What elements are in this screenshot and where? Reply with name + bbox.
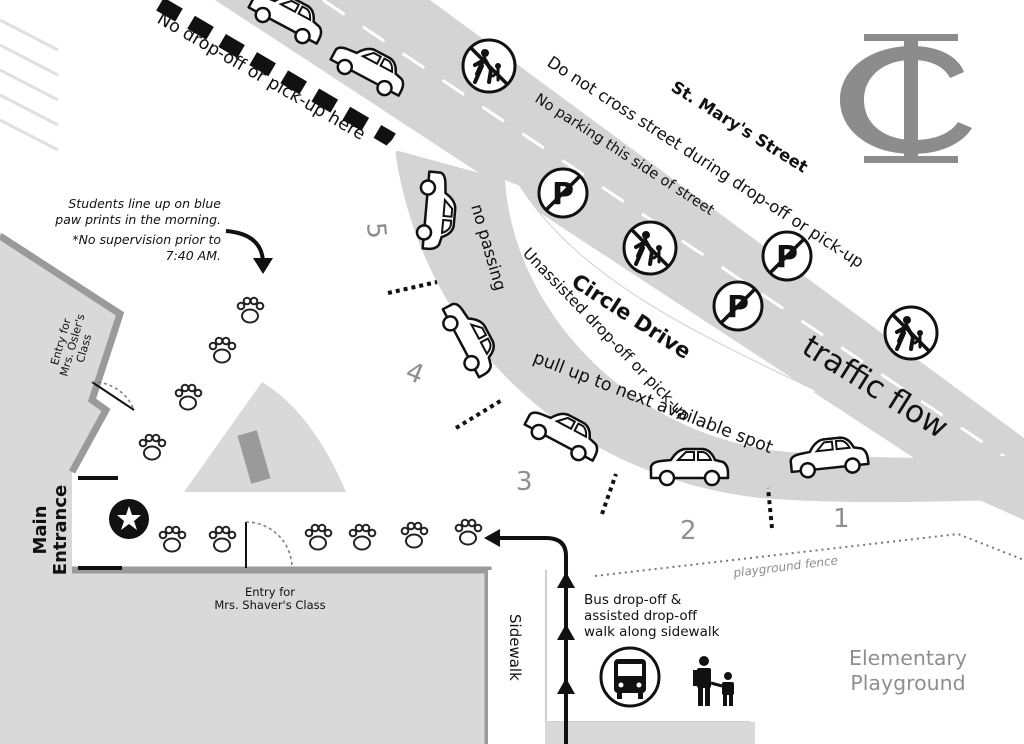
no-parking-icon: [761, 230, 813, 282]
sidewalk-route-arrow: [484, 529, 575, 744]
spot-dividers: [387, 280, 774, 529]
paw-prints: [138, 296, 483, 553]
no-dropoff-hatch: [156, 0, 406, 154]
courtyard-bench: [237, 430, 271, 484]
bus-icon: [599, 646, 661, 708]
osler-entry-label: Entry for Mrs. Osler's Class: [48, 312, 94, 378]
paw-print-icon: [208, 336, 237, 364]
fence-label: playground fence: [732, 553, 839, 580]
no-parking-icon: [537, 167, 589, 219]
paw-print-icon: [236, 296, 265, 324]
svg-text:Elementary: Elementary: [849, 646, 967, 670]
spot-3: 3: [516, 467, 533, 497]
adult-child-icon: [693, 656, 734, 706]
paw-print-icon: [138, 433, 167, 461]
paw-print-icon: [208, 525, 237, 553]
svg-text:Main: Main: [30, 505, 51, 554]
svg-text:Students line up on blue: Students line up on blue: [68, 196, 221, 211]
star-icon: [109, 499, 149, 539]
spot-5: 5: [360, 221, 391, 240]
osler-door[interactable]: [91, 381, 135, 411]
svg-text:Entrance: Entrance: [50, 485, 71, 575]
playground-fence: [594, 532, 1024, 577]
paw-print-icon: [174, 383, 203, 411]
logo-icon: [840, 34, 972, 163]
svg-text:7:40 AM.: 7:40 AM.: [166, 248, 221, 263]
no-pedestrian-icon: [622, 220, 678, 276]
paw-print-icon: [400, 521, 429, 549]
no-parking-icon: [712, 280, 764, 332]
svg-text:paw prints in the morning.: paw prints in the morning.: [54, 212, 221, 227]
school-building: [0, 232, 755, 744]
spot-2: 2: [680, 516, 697, 546]
courtyard: [184, 382, 346, 492]
svg-text:assisted drop-off: assisted drop-off: [584, 608, 698, 624]
sidewalk-label: Sidewalk: [506, 614, 524, 681]
spot-1: 1: [833, 504, 850, 534]
svg-text:Bus drop-off &: Bus drop-off &: [584, 592, 682, 608]
svg-text:Entry for: Entry for: [245, 585, 295, 599]
svg-text:Playground: Playground: [850, 671, 965, 695]
bus-note: Bus drop-off & assisted drop-off walk al…: [584, 592, 720, 640]
svg-text:*No supervision prior to: *No supervision prior to: [72, 232, 221, 247]
paw-print-icon: [348, 523, 377, 551]
spot-4: 4: [401, 357, 428, 391]
svg-text:walk along sidewalk: walk along sidewalk: [584, 624, 720, 640]
parking-lines: [0, 18, 59, 152]
paw-print-icon: [304, 523, 333, 551]
shaver-entry-label: Entry for Mrs. Shaver's Class: [214, 585, 325, 612]
shaver-door[interactable]: [245, 521, 293, 569]
paw-print-icon: [158, 525, 187, 553]
playground-label: Elementary Playground: [849, 646, 967, 695]
morning-note: Students line up on blue paw prints in t…: [54, 196, 221, 263]
circle-drive-road: [395, 150, 1024, 503]
lineup-arrow: [225, 229, 273, 274]
main-entrance-label: Main Entrance: [30, 485, 71, 575]
no-pedestrian-icon: [461, 38, 517, 94]
paw-print-icon: [454, 518, 483, 546]
svg-text:Mrs. Shaver's Class: Mrs. Shaver's Class: [214, 598, 325, 612]
no-pedestrian-icon: [883, 305, 939, 361]
